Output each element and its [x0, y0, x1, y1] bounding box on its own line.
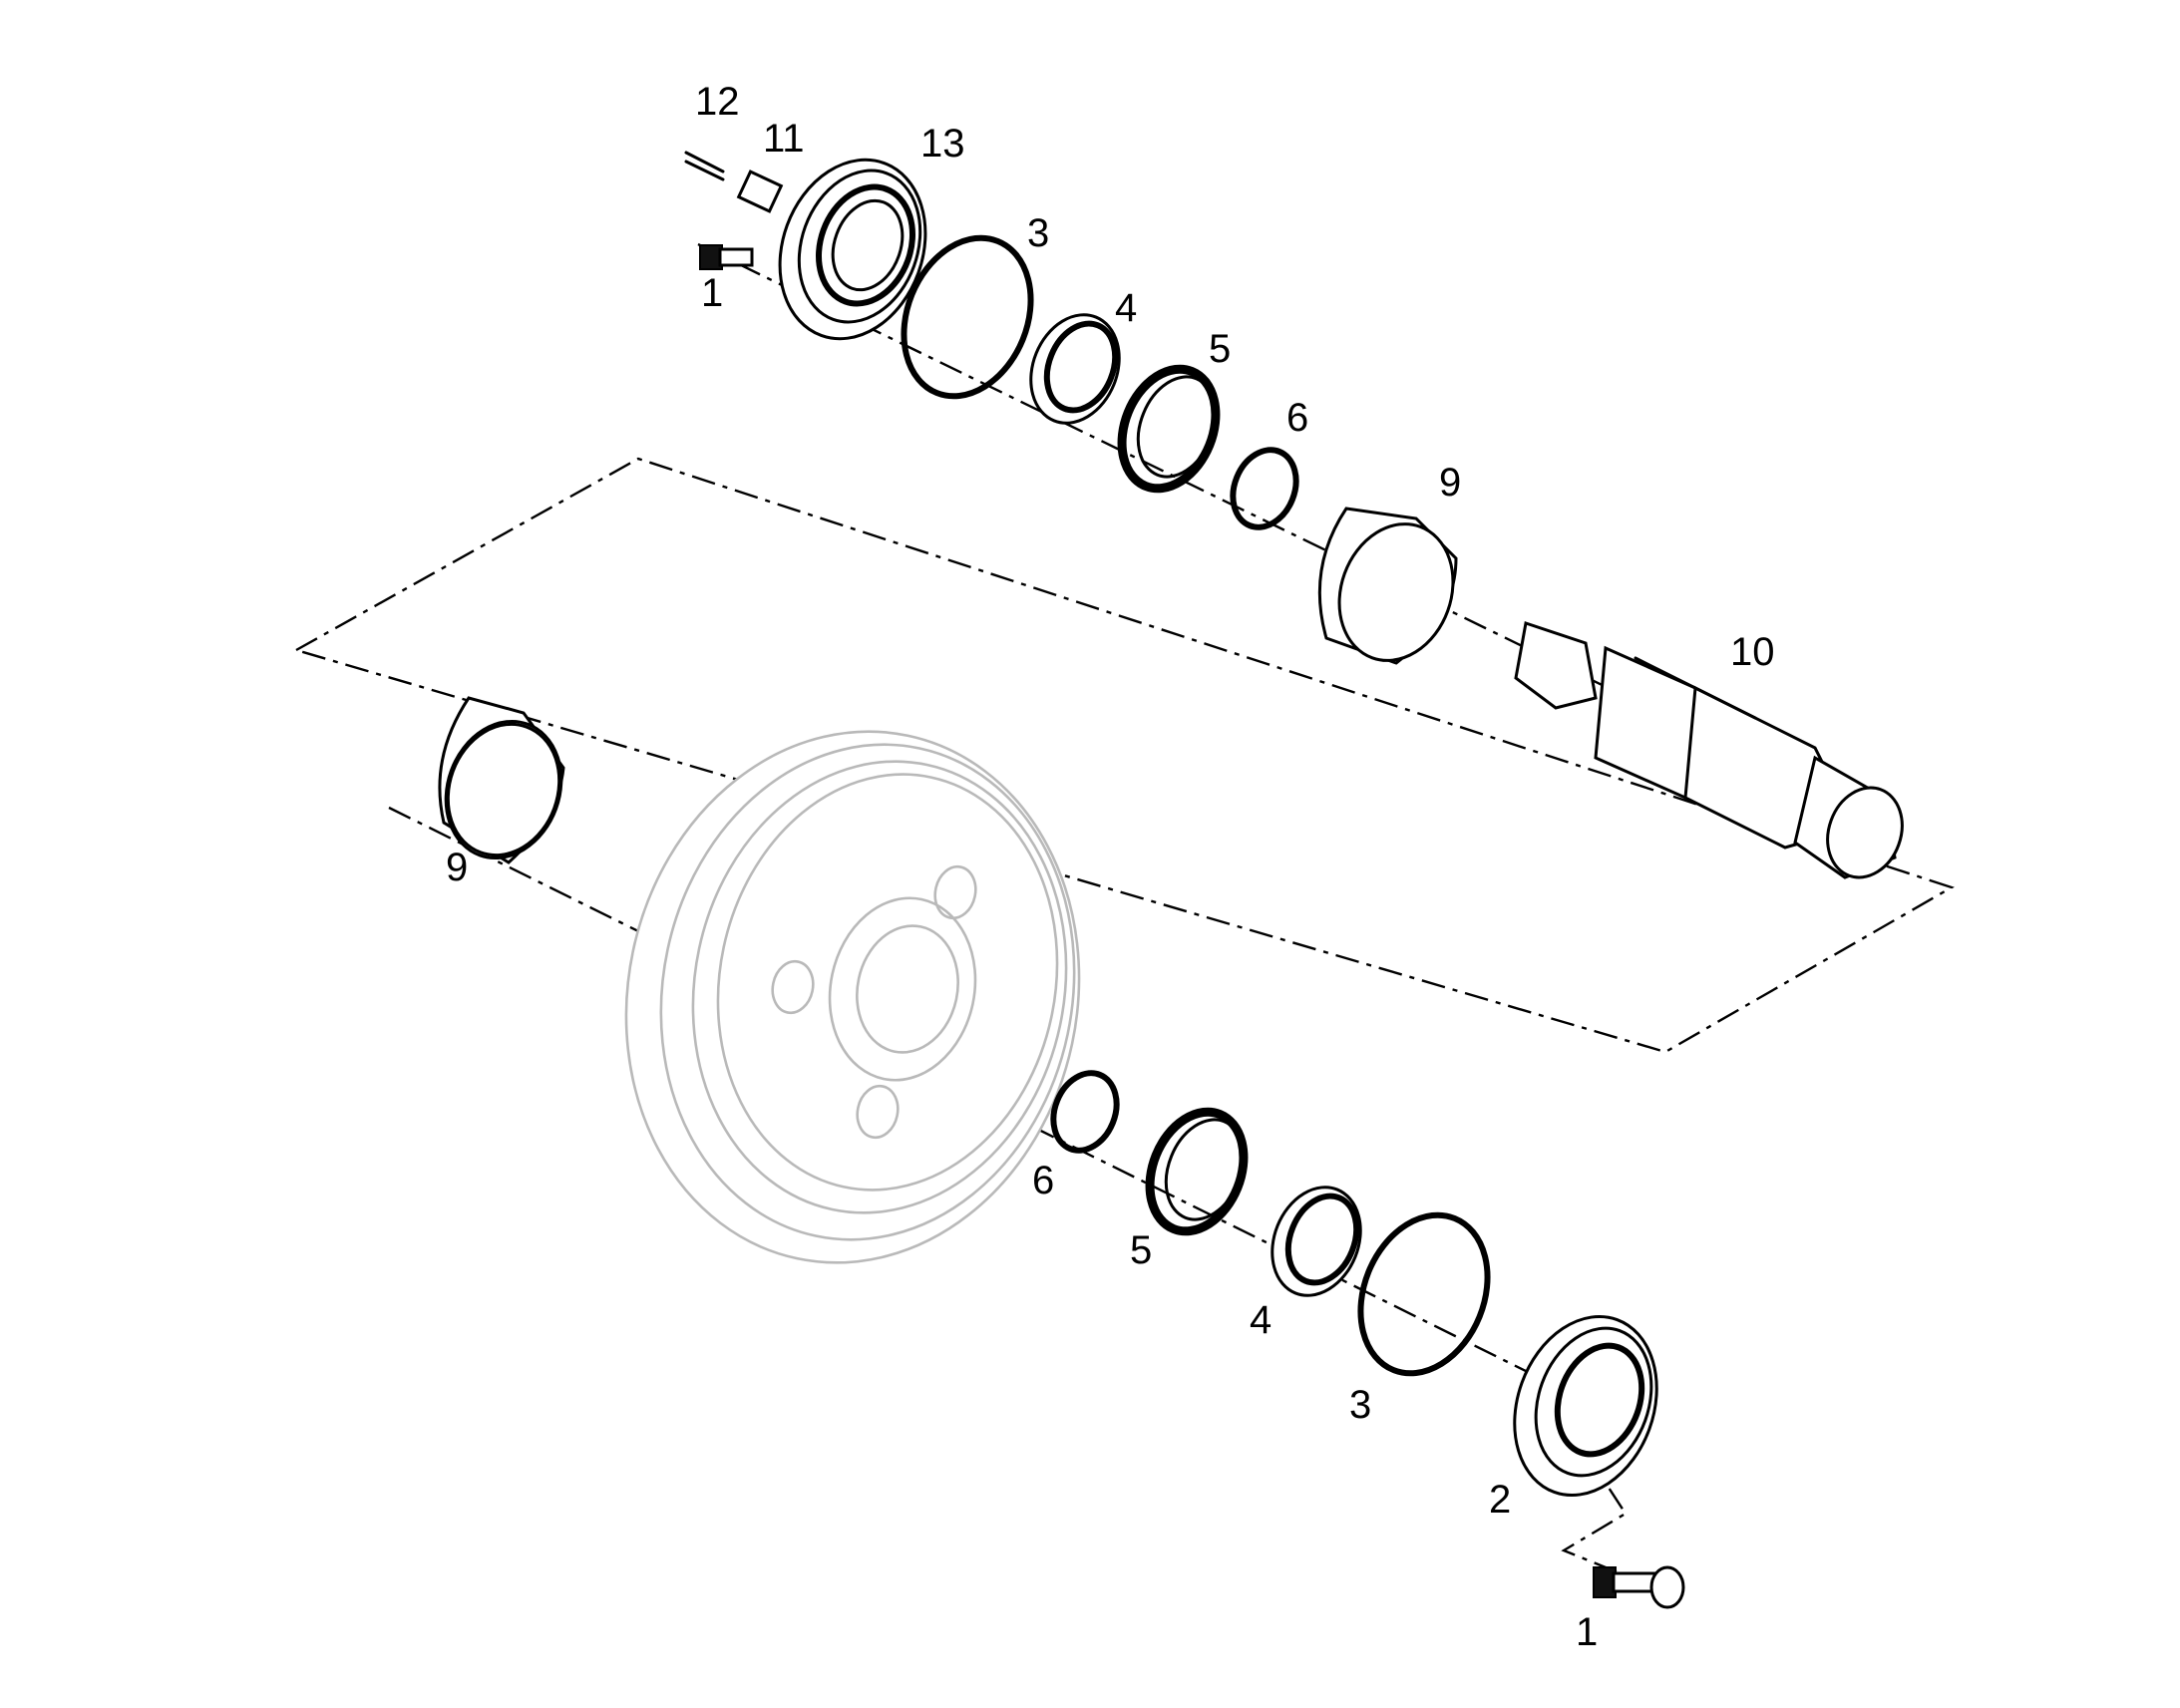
callout-1-lower: 1	[1576, 1610, 1598, 1654]
callout-9-upper: 9	[1439, 461, 1461, 505]
o-ring-lower	[1357, 1211, 1491, 1377]
callout-11: 11	[763, 117, 805, 161]
o-ring-upper	[901, 234, 1034, 400]
callout-12: 12	[695, 80, 740, 124]
callout-3-lower: 3	[1349, 1383, 1371, 1427]
plug-upper	[736, 170, 784, 213]
callout-3-upper: 3	[1027, 211, 1049, 255]
callout-1-upper: 1	[701, 271, 723, 315]
callout-9-lower: 9	[446, 846, 468, 889]
callout-4-upper: 4	[1115, 286, 1137, 330]
seal-upper	[1029, 313, 1121, 425]
callout-labels: 12 11 13 1 3 4 5 6 9 10 9 6 5 4 3 2 1	[446, 80, 1775, 1654]
bushing-right	[1317, 507, 1458, 665]
floating-seal-upper	[1117, 364, 1221, 494]
callout-10: 10	[1730, 630, 1775, 674]
ring-lower	[1050, 1070, 1120, 1154]
callout-6-lower: 6	[1032, 1159, 1054, 1202]
callout-13: 13	[920, 122, 965, 166]
idler-wheel	[624, 730, 1081, 1264]
bushing-left	[438, 696, 565, 864]
bolt-upper	[699, 244, 754, 270]
callout-6-upper: 6	[1286, 396, 1308, 440]
ring-upper	[1230, 447, 1299, 530]
callout-2: 2	[1489, 1478, 1511, 1522]
callout-4-lower: 4	[1250, 1298, 1272, 1342]
pin-upper	[684, 151, 725, 181]
floating-seal-lower	[1145, 1107, 1249, 1236]
bolt-lower	[1593, 1565, 1685, 1609]
cover-lower	[1513, 1314, 1658, 1498]
callout-5-lower: 5	[1130, 1228, 1152, 1272]
shaft	[1514, 621, 1904, 879]
seal-lower	[1271, 1186, 1362, 1297]
callout-5-upper: 5	[1209, 327, 1231, 371]
cover-upper	[778, 158, 927, 341]
